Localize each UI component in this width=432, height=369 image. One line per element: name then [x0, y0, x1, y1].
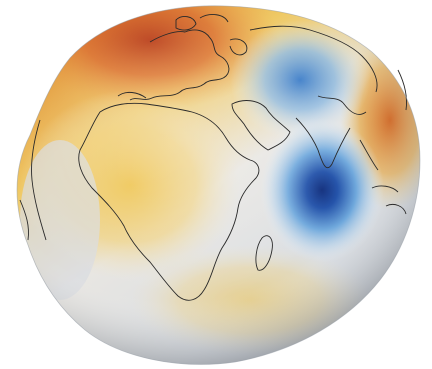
- globe-outline: [16, 5, 421, 365]
- coastlines: [19, 14, 407, 301]
